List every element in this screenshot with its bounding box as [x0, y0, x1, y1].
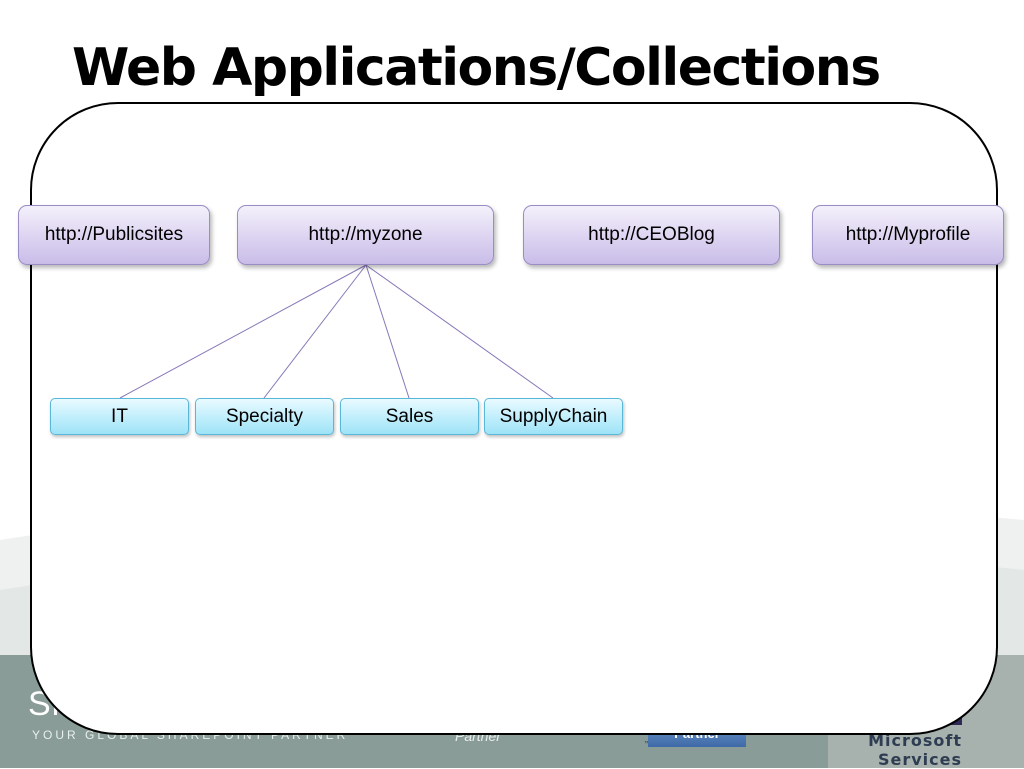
- site-collection-supplychain: SupplyChain: [484, 398, 623, 435]
- site-collection-it: IT: [50, 398, 189, 435]
- web-app-publicsites: http://Publicsites: [18, 205, 210, 265]
- site-collection-sales: Sales: [340, 398, 479, 435]
- web-app-myzone: http://myzone: [237, 205, 494, 265]
- trademark-mark: ™: [644, 741, 650, 747]
- slide-title: Web Applications/Collections: [72, 38, 881, 98]
- web-app-myprofile: http://Myprofile: [812, 205, 1004, 265]
- web-app-ceoblog: http://CEOBlog: [523, 205, 780, 265]
- microsoft-services-label: Microsoft Services: [868, 731, 962, 769]
- site-collection-specialty: Specialty: [195, 398, 334, 435]
